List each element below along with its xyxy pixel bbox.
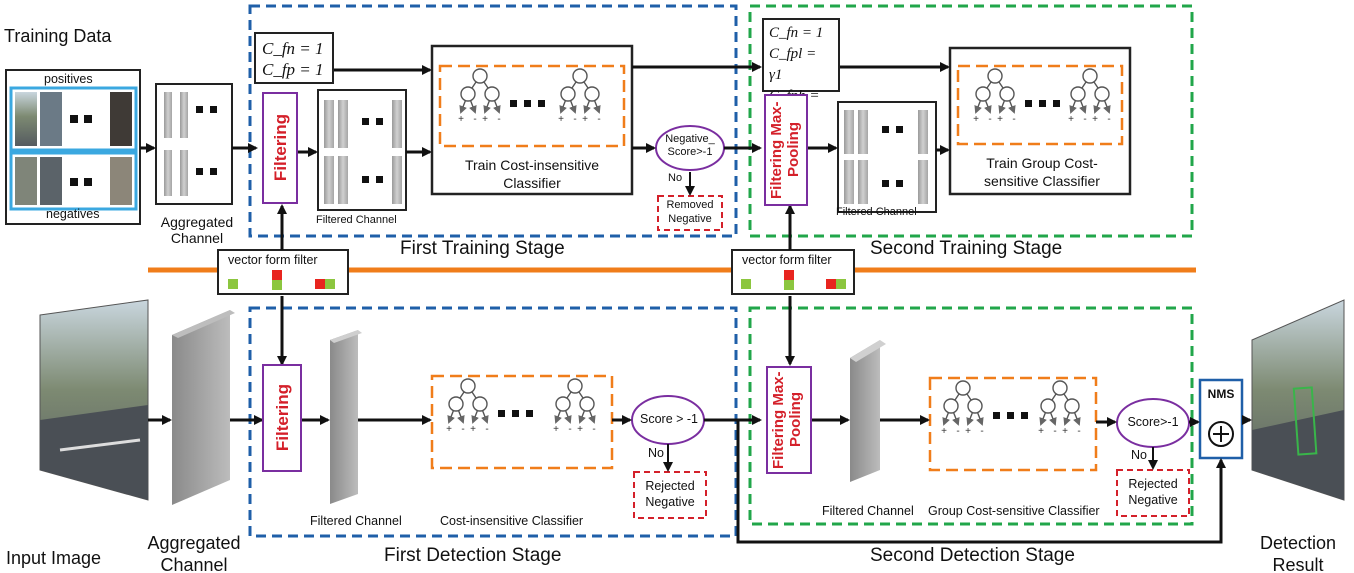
- vector-filter-label-2: vector form filter: [742, 253, 832, 267]
- filtering-maxpool-det-label: Filtering Max-Pooling: [770, 371, 804, 469]
- score-label-2: Score>-1: [1127, 415, 1179, 429]
- svg-text:+: +: [446, 424, 452, 435]
- svg-text:+: +: [482, 114, 488, 125]
- second-detection-stage-title: Second Detection Stage: [870, 545, 1075, 566]
- filtering-train-block: Filtering: [262, 92, 298, 204]
- filtering-det-block: Filtering: [262, 364, 302, 472]
- svg-text:-: -: [1107, 114, 1110, 125]
- group-cost-sensitive-classifier-label: Group Cost-sensitive Classifier: [928, 504, 1100, 518]
- cost-params-second: C_fn = 1 C_fpl = γ1 C_fph = γ2: [762, 18, 840, 125]
- svg-text:-: -: [1053, 426, 1056, 437]
- filtered-channel-det-1: Filtered Channel: [310, 514, 402, 528]
- filtering-maxpool-train-block: Filtering Max-Pooling: [764, 94, 808, 206]
- cost-param-cfn: C_fn = 1: [262, 39, 324, 58]
- no-label-train: No: [668, 172, 683, 184]
- no-label-det-2: No: [1131, 448, 1147, 462]
- aggregated-channel-train-label: Aggregated Channel: [160, 214, 234, 246]
- cost-insensitive-classifier-label: Cost-insensitive Classifier: [440, 514, 584, 528]
- svg-text:+: +: [458, 114, 464, 125]
- svg-text:+: +: [582, 114, 588, 125]
- svg-text:-: -: [980, 426, 983, 437]
- svg-text:-: -: [597, 114, 600, 125]
- filtered-channel-train-1: Filtered Channel: [316, 214, 397, 226]
- svg-text:-: -: [956, 426, 959, 437]
- svg-text:-: -: [473, 114, 476, 125]
- cost-params-first: C_fn = 1 C_fp = 1: [254, 32, 334, 84]
- removed-negative-label: Removed Negative: [666, 199, 714, 225]
- svg-text:+: +: [997, 114, 1003, 125]
- no-label-det-1: No: [648, 446, 664, 460]
- svg-text:+: +: [470, 424, 476, 435]
- filtering-det-label: Filtering: [272, 384, 292, 452]
- detection-bounding-box: [1292, 386, 1318, 456]
- svg-text:+: +: [1092, 114, 1098, 125]
- first-detection-stage-box: [248, 306, 738, 538]
- second-training-stage-title: Second Training Stage: [870, 238, 1063, 259]
- vector-filter-label-1: vector form filter: [228, 253, 318, 267]
- svg-text:-: -: [497, 114, 500, 125]
- training-data-label: Training Data: [4, 26, 112, 46]
- negative-score-label: Negative_ Score>-1: [665, 133, 715, 158]
- first-training-stage-box: [248, 4, 738, 238]
- positives-label: positives: [44, 72, 93, 86]
- detection-result-label: Detection Result: [1259, 533, 1337, 573]
- svg-text:+: +: [965, 426, 971, 437]
- train-cost-insensitive-label: Train Cost-insensitive Classifier: [464, 157, 600, 191]
- svg-text:-: -: [1077, 426, 1080, 437]
- svg-text:-: -: [573, 114, 576, 125]
- rejected-negative-label-1: Rejected Negative: [645, 479, 695, 509]
- svg-text:-: -: [485, 424, 488, 435]
- filtered-channel-train-2: Filtered Channel: [836, 206, 917, 218]
- filtering-maxpool-train-label: Filtering Max-Pooling: [768, 101, 802, 199]
- svg-text:-: -: [461, 424, 464, 435]
- svg-text:+: +: [1068, 114, 1074, 125]
- svg-text:+: +: [1062, 426, 1068, 437]
- filtering-train-label: Filtering: [270, 114, 290, 182]
- svg-text:+: +: [1038, 426, 1044, 437]
- rejected-negative-label-2: Rejected Negative: [1128, 477, 1178, 507]
- svg-text:+: +: [577, 424, 583, 435]
- cost-param-cfn-2: C_fn = 1: [769, 25, 824, 41]
- svg-text:+: +: [558, 114, 564, 125]
- svg-text:+: +: [973, 114, 979, 125]
- filtering-maxpool-det-block: Filtering Max-Pooling: [766, 366, 812, 474]
- score-label-1: Score > -1: [640, 412, 699, 426]
- first-detection-stage-title: First Detection Stage: [384, 545, 562, 566]
- cost-param-cfpl: C_fpl = γ1: [769, 46, 817, 83]
- svg-text:-: -: [1083, 114, 1086, 125]
- cost-param-cfp: C_fp = 1: [262, 60, 324, 79]
- train-group-cost-sensitive-label: Train Group Cost-sensitive Classifier: [984, 155, 1100, 189]
- nms-label: NMS: [1207, 387, 1235, 401]
- filtered-channel-det-2: Filtered Channel: [822, 504, 914, 518]
- first-training-stage-title: First Training Stage: [400, 238, 565, 259]
- negatives-label: negatives: [46, 207, 100, 221]
- svg-text:-: -: [568, 424, 571, 435]
- second-detection-stage-box: [748, 306, 1194, 526]
- svg-text:+: +: [941, 426, 947, 437]
- svg-text:+: +: [553, 424, 559, 435]
- input-image-label: Input Image: [6, 548, 102, 568]
- svg-text:-: -: [988, 114, 991, 125]
- aggregated-channel-det-label: Aggregated Channel: [147, 533, 241, 573]
- svg-text:-: -: [592, 424, 595, 435]
- svg-text:-: -: [1012, 114, 1015, 125]
